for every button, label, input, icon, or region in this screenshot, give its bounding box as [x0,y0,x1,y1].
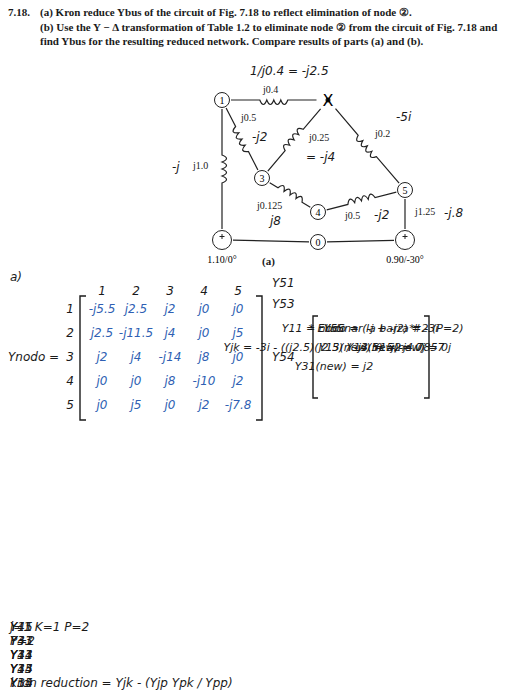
wire [327,240,394,242]
bus-label: 4 [316,207,321,218]
handwritten-note: -j2 [252,130,267,144]
bus-label: 0 [316,237,321,248]
bracket [80,296,86,420]
handwritten-note: 5 [234,284,242,298]
reactance-label: j0.25 [308,132,330,143]
handwritten-note: 1 [66,302,74,316]
matrix-entry: -j10 [193,374,216,388]
handwritten-note: * Eliminar la barra #2 (P=2) [308,322,463,335]
reactance-label: j0.4 [262,84,279,95]
reactance-label: j1.25 [414,206,436,217]
matrix-entry: j0 [165,398,176,412]
reactance-branch [336,109,400,184]
handwritten-note: 5 [66,398,74,412]
source-value: 1.10/0° [207,254,236,265]
handwritten-note: 1 [98,284,106,298]
source-symbol [396,231,414,249]
plus-sign [220,234,225,239]
matrix-entry: j2 [97,350,108,364]
bus-number: 1 [214,92,230,108]
matrix-entry: j0 [199,302,210,316]
bus-label: X [323,91,334,110]
bus-label: 1 [220,95,225,106]
bus-label: 3 [260,173,265,184]
handwritten-note: Y31(new) = j2 [295,360,373,373]
reactance-branch [222,109,227,229]
matrix-entry: -j11.5 [119,326,153,340]
reactance-label: j0.125 [256,200,283,211]
reactance-label: j1.0 [192,160,209,171]
matrix-entry: j5 [131,398,142,412]
wire [233,240,309,242]
handwritten-note: 4 [200,284,208,298]
matrix-entry: j0 [233,302,244,316]
bus-number: 5 [397,182,413,198]
handwritten-note: Y41 [10,620,33,634]
matrix-entry: -j14 [159,350,182,364]
bus-number: 4 [310,204,326,220]
problem-text: (a) Kron reduce Ybus of the circuit of F… [40,5,518,19]
bus-label: 5 [403,185,408,196]
matrix-entry: j8 [165,374,176,388]
matrix-entry: j4 [131,350,142,364]
handwritten-note: j8 [270,214,281,228]
reactance-branch [231,100,317,105]
source-value: 0.90/-30° [386,254,424,265]
bracket [256,296,262,420]
matrix-entry: j0 [97,374,108,388]
handwritten-note: -j.8 [444,206,463,220]
matrix-entry: -j5.5 [89,302,116,316]
handwritten-note: (a) [262,254,275,268]
voltage-source: 0.90/-30° [395,230,415,250]
matrix-entry: j5 [233,326,244,340]
matrix-entry: -j7.8 [225,398,252,412]
handwritten-note: Y45 [10,662,33,676]
matrix-entry: j0 [97,398,108,412]
bus-mark: X [320,90,337,111]
handwritten-note: = -j4 [306,150,335,164]
handwritten-note: 2 [132,284,140,298]
matrix-entry: j2 [199,398,210,412]
handwritten-note: a) [10,270,22,284]
matrix-brackets [80,296,429,420]
matrix-entry: j2 [165,302,176,316]
matrix-entry: j2.5 [125,302,147,316]
plus-sign [403,234,408,239]
handwritten-note: 3 [66,350,74,364]
reactance-branch [404,199,405,229]
handwritten-note: kron reduction = Yjk - (Yjp Ypk / Ypp) [10,676,233,690]
handwritten-note: Y35 [10,676,33,690]
reactance-label: j0.5 [344,210,361,221]
handwritten-note: Y15(new) = 0j [373,341,451,354]
bus-number: 3 [254,170,270,186]
handwritten-note: 2 [66,326,74,340]
handwritten-note: 3 [166,284,174,298]
handwritten-note: -j2 [374,208,389,222]
handwritten-note: Y44 [10,648,33,662]
handwritten-note: -j [172,160,180,174]
handwritten-note: 4 [66,374,74,388]
problem-text: 7.18. [8,5,30,19]
voltage-source: 1.10/0° [212,230,232,250]
reactance-label: j0.2 [374,128,391,139]
reactance-label: j0.5 [240,112,257,123]
matrix-entry: j2 [233,374,244,388]
matrix-entry: j0 [199,326,210,340]
handwritten-note: Y53 [272,297,295,311]
handwritten-note: Y51 [272,276,295,290]
source-symbol [213,231,231,249]
handwritten-note: -5i [396,110,411,124]
bus-number: 0 [310,234,326,250]
matrix-entry: j2.5 [91,326,113,340]
handwritten-note: Ynodo = [8,350,59,364]
matrix-entry: j0 [131,374,142,388]
matrix-entry: j8 [199,350,210,364]
reactance-branch [327,192,397,210]
problem-text: (b) Use the Y − Δ transformation of Tabl… [40,20,518,48]
matrix-entry: j4 [165,326,176,340]
handwritten-note: Y43 [10,634,33,648]
handwritten-note: 1/j0.4 = -j2.5 [250,64,329,78]
handwritten-note: * [409,322,415,335]
